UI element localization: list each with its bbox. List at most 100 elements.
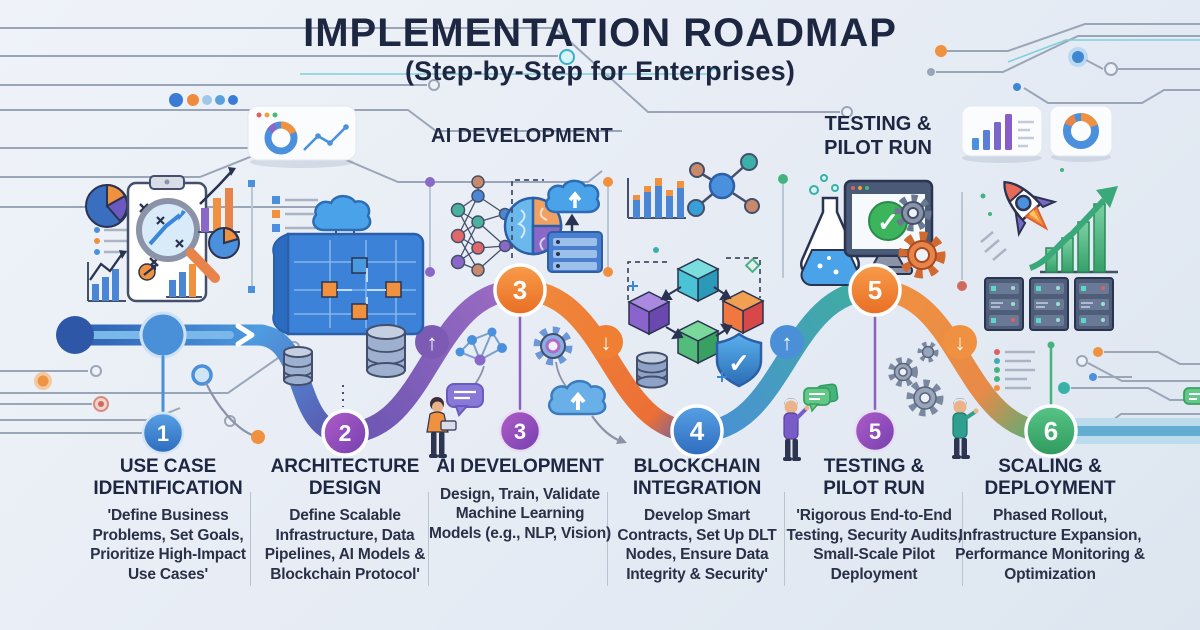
page-title: IMPLEMENTATION ROADMAP xyxy=(303,11,897,55)
checklist-icon xyxy=(94,227,132,255)
line-chart-icon xyxy=(303,124,349,151)
svg-text:1: 1 xyxy=(157,421,169,446)
top-label-testing-pilot-run: TESTING & PILOT RUN xyxy=(798,113,958,160)
cube-purple xyxy=(627,291,671,336)
neural-network-icon xyxy=(450,175,512,277)
blockchain-cubes-icon xyxy=(627,257,765,365)
up-arrow-icon: ↑ xyxy=(782,330,793,355)
step-column-ai-development: AI DEVELOPMENT Design, Train, Validate M… xyxy=(428,456,612,543)
title-block: IMPLEMENTATION ROADMAP (Step-by-Step for… xyxy=(0,12,1200,87)
svg-text:4: 4 xyxy=(690,416,705,446)
roadmap-path xyxy=(56,279,1200,444)
step-column-testing: TESTING &PILOT RUN 'Rigorous End-to-End … xyxy=(782,456,966,584)
step-title: TESTING &PILOT RUN xyxy=(823,456,925,499)
column-divider xyxy=(607,492,608,586)
step-description: Develop Smart Contracts, Set Up DLT Node… xyxy=(617,507,777,583)
down-arrow-icon: ↓ xyxy=(601,330,612,355)
svg-text:6: 6 xyxy=(1044,416,1058,446)
speech-bubble-icon xyxy=(803,387,831,413)
page-subtitle: (Step-by-Step for Enterprises) xyxy=(404,56,796,86)
step4-illustration: ✓ xyxy=(627,153,765,389)
database-stack-icon xyxy=(366,324,406,378)
step-description: 'Define Business Problems, Set Goals, Pr… xyxy=(90,507,246,583)
molecule-icon xyxy=(687,153,760,217)
step1-illustration xyxy=(85,167,240,303)
step6-illustration xyxy=(980,168,1118,391)
cube-teal xyxy=(676,258,720,303)
small-pie-icon xyxy=(208,226,240,259)
up-arrow-icon: ↑ xyxy=(427,330,438,355)
top-label-ai-development: AI DEVELOPMENT xyxy=(431,125,613,147)
person-woman-laptop xyxy=(426,397,457,458)
right-arrow-icon xyxy=(235,323,255,347)
pie-chart-icon xyxy=(85,183,129,228)
step-title: AI DEVELOPMENT xyxy=(436,456,604,477)
gear-icon xyxy=(894,194,932,232)
testing-label-line1: TESTING & xyxy=(824,113,932,135)
path-direction-arrows: ↑ ↓ ↑ ↓ xyxy=(415,325,977,359)
step-description: 'Rigorous End-to-End Testing, Security A… xyxy=(786,507,962,583)
check-icon: ✓ xyxy=(728,348,750,378)
database-icon xyxy=(283,346,313,386)
badge-step-2: 2 xyxy=(321,409,369,457)
badge-step-5-top: 5 xyxy=(848,263,902,317)
testing-label-line2: PILOT RUN xyxy=(824,136,932,159)
badge-step-6: 6 xyxy=(1024,404,1078,458)
speech-bubble-icon xyxy=(1183,387,1200,405)
curved-arrow xyxy=(591,415,627,444)
server-racks-icon xyxy=(984,277,1114,331)
blueprint-icon xyxy=(272,232,425,336)
cloud-upload-icon xyxy=(544,179,600,214)
step-column-scaling: SCALING &DEPLOYMENT Phased Rollout, Infr… xyxy=(952,456,1148,584)
step-badges: 1 2 3 3 4 5 5 6 xyxy=(141,263,1078,458)
person-man-waving xyxy=(783,398,810,461)
column-divider xyxy=(962,492,963,586)
column-guide-lines xyxy=(248,174,967,293)
column-divider xyxy=(250,492,251,586)
shield-check-icon: ✓ xyxy=(715,332,763,388)
trend-chart-icon xyxy=(87,250,127,302)
svg-text:2: 2 xyxy=(339,420,352,446)
svg-text:5: 5 xyxy=(869,419,881,444)
badge-step-1: 1 xyxy=(141,411,185,455)
step3-illustration xyxy=(450,175,603,277)
bar-chart-card xyxy=(961,105,1043,163)
step3-mid-icons xyxy=(446,326,627,444)
data-table-icon xyxy=(547,231,603,273)
cube-green xyxy=(676,320,720,365)
gears-below xyxy=(888,341,944,417)
sparkle-decorations xyxy=(628,247,761,382)
analytics-card xyxy=(247,105,357,168)
checklist-icon xyxy=(272,196,318,232)
step-description: Design, Train, Validate Machine Learning… xyxy=(429,485,611,542)
dashed-box xyxy=(511,179,544,258)
column-divider xyxy=(428,492,429,586)
growth-chart-icon xyxy=(1028,186,1118,274)
cloud-upload-icon xyxy=(548,379,607,416)
database-icon xyxy=(636,351,668,389)
person-man-pointing xyxy=(952,398,979,459)
magnifier-icon xyxy=(136,198,220,283)
people xyxy=(426,387,1200,461)
path-start-cap xyxy=(56,316,94,354)
circuit-traces-top-right xyxy=(927,23,1200,104)
growth-bars-icon xyxy=(198,167,240,233)
svg-text:5: 5 xyxy=(868,275,882,305)
step-title: SCALING &DEPLOYMENT xyxy=(984,456,1116,499)
mini-bar-chart-icon xyxy=(627,178,686,219)
donut-chart-card xyxy=(1049,105,1113,162)
badge-step-3-top: 3 xyxy=(493,263,547,317)
speech-bubble-icon xyxy=(446,383,484,417)
donut-chart-icon xyxy=(264,121,298,155)
badge-step-5: 5 xyxy=(853,409,897,453)
squiggle-connector xyxy=(191,364,265,444)
decor-dots-row xyxy=(169,93,238,107)
mini-bars-icon xyxy=(166,264,202,298)
